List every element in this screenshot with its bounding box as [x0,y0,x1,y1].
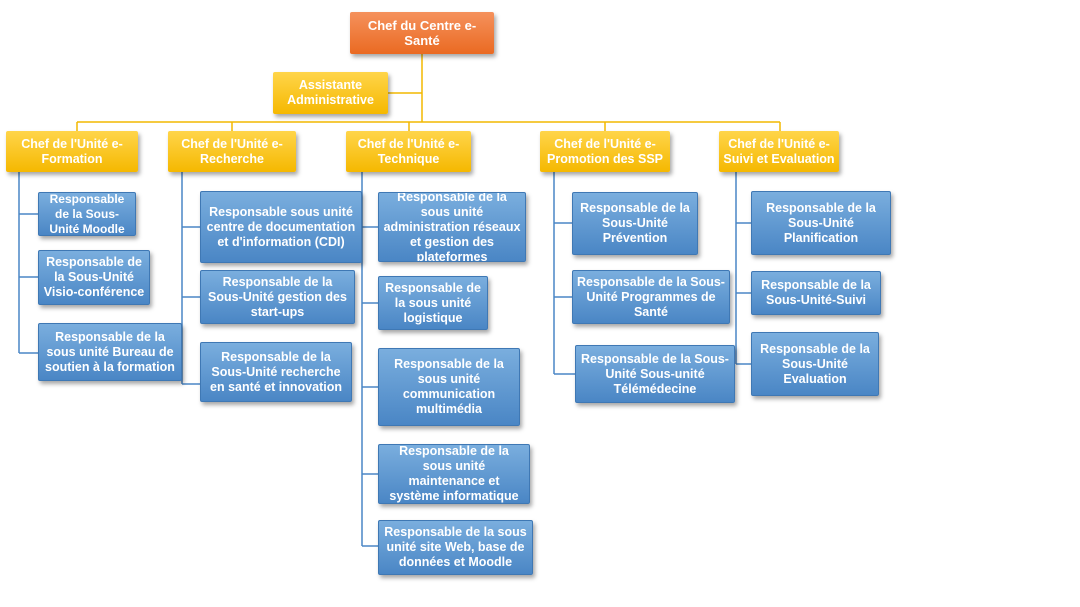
sub-unit-programmes-sante: Responsable de la Sous-Unité Programmes … [572,270,730,324]
sub-unit-suivi: Responsable de la Sous-Unité-Suivi [751,271,881,315]
unit-e-formation: Chef de l'Unité e-Formation [6,131,138,172]
sub-unit-moodle: Responsable de la Sous-Unité Moodle [38,192,136,236]
sub-unit-visio: Responsable de la Sous-Unité Visio-confé… [38,250,150,305]
unit-e-promotion: Chef de l'Unité e-Promotion des SSP [540,131,670,172]
sub-unit-start-ups: Responsable de la Sous-Unité gestion des… [200,270,355,324]
sub-unit-recherche-innovation: Responsable de la Sous-Unité recherche e… [200,342,352,402]
sub-unit-communication: Responsable de la sous unité communicati… [378,348,520,426]
root-box: Chef du Centre e-Santé [350,12,494,54]
sub-unit-prevention: Responsable de la Sous-Unité Prévention [572,192,698,255]
sub-unit-logistique: Responsable de la sous unité logistique [378,276,488,330]
sub-unit-planification: Responsable de la Sous-Unité Planificati… [751,191,891,255]
sub-unit-reseaux: Responsable de la sous unité administrat… [378,192,526,262]
unit-e-suivi: Chef de l'Unité e-Suivi et Evaluation [719,131,839,172]
unit-e-recherche: Chef de l'Unité e-Recherche [168,131,296,172]
sub-unit-site-web: Responsable de la sous unité site Web, b… [378,520,533,575]
sub-unit-evaluation: Responsable de la Sous-Unité Evaluation [751,332,879,396]
sub-unit-telemedecine: Responsable de la Sous-Unité Sous-unité … [575,345,735,403]
unit-e-technique: Chef de l'Unité e-Technique [346,131,471,172]
sub-unit-cdi: Responsable sous unité centre de documen… [200,191,362,263]
assistant-box: Assistante Administrative [273,72,388,114]
sub-unit-maintenance: Responsable de la sous unité maintenance… [378,444,530,504]
sub-unit-bureau-soutien: Responsable de la sous unité Bureau de s… [38,323,182,381]
